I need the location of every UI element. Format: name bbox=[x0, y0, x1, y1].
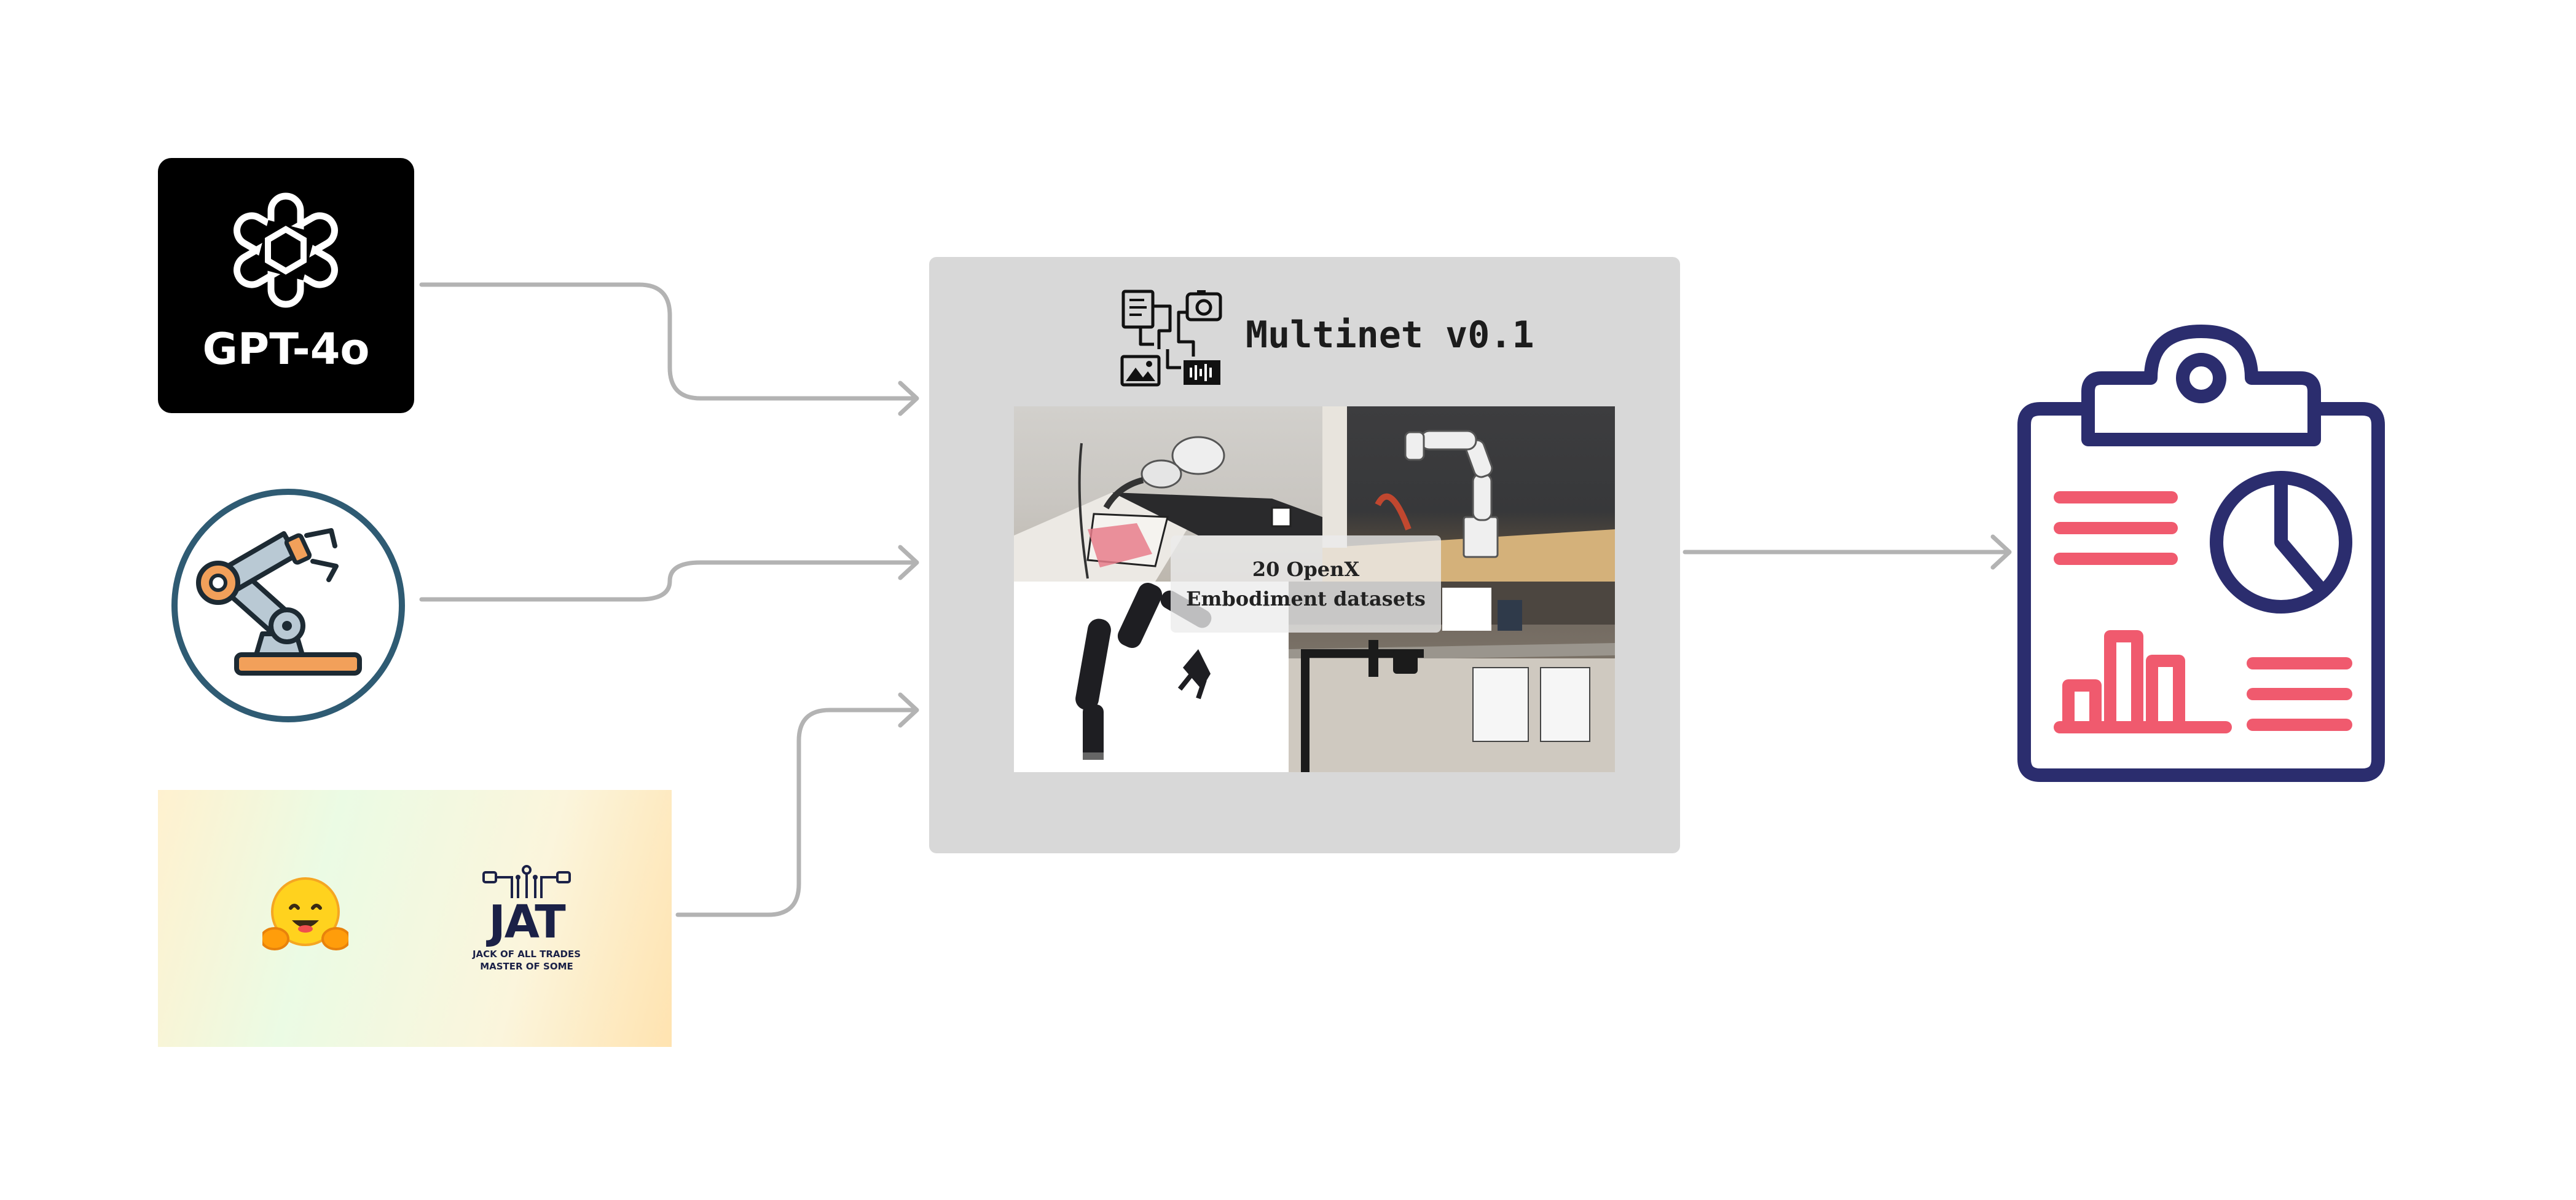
jat-logo: JAT JACK OF ALL TRADES MASTER OF SOME bbox=[465, 864, 588, 974]
bar-chart bbox=[2054, 630, 2232, 733]
clipboard-clip bbox=[2081, 325, 2321, 446]
circuit-icon bbox=[482, 865, 571, 898]
connector-gpt-to-multinet bbox=[419, 282, 918, 401]
jat-logo-subtitle-2: MASTER OF SOME bbox=[480, 961, 573, 972]
hugging-face-emoji-icon bbox=[262, 877, 348, 950]
multimodal-data-icon bbox=[1120, 290, 1222, 387]
clipboard-board bbox=[2017, 402, 2385, 782]
dataset-label: 20 OpenX Embodiment datasets bbox=[1171, 535, 1441, 633]
multinet-title: Multinet v0.1 bbox=[1246, 314, 1534, 357]
jat-logo-subtitle-1: JACK OF ALL TRADES bbox=[472, 949, 581, 960]
report-clipboard-icon bbox=[2009, 323, 2390, 790]
jat-card: JAT JACK OF ALL TRADES MASTER OF SOME bbox=[158, 790, 672, 1047]
pie-chart-wedge bbox=[2274, 471, 2330, 598]
robot-arm-icon bbox=[171, 489, 405, 722]
gpt-4o-card: GPT-4o bbox=[158, 158, 414, 413]
arrowhead-gpt bbox=[898, 381, 919, 416]
gpt-4o-label: GPT-4o bbox=[202, 324, 370, 374]
robot-photo-3 bbox=[1014, 582, 1289, 772]
arrowhead-robot bbox=[898, 545, 919, 580]
robot-arm-node bbox=[170, 488, 406, 724]
arrowhead-jat bbox=[898, 692, 919, 728]
connector-robot-to-multinet bbox=[419, 560, 918, 602]
openai-logo-icon bbox=[234, 192, 338, 308]
arrowhead-report bbox=[1990, 534, 2012, 570]
jat-logo-title: JAT bbox=[489, 896, 566, 949]
connector-jat-to-multinet bbox=[675, 708, 918, 917]
